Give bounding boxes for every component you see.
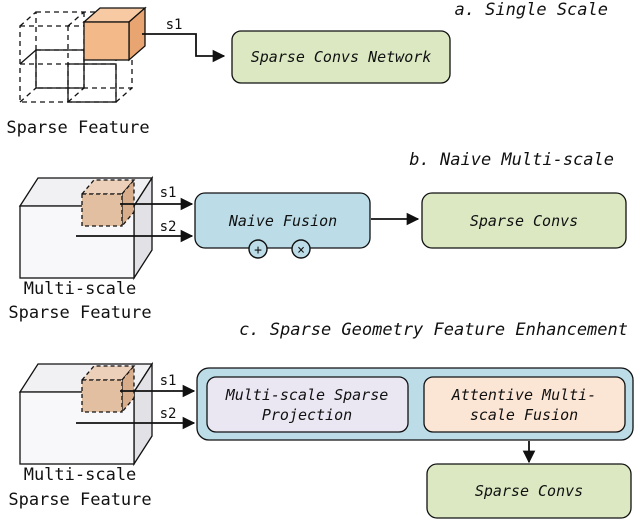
arrow-s1-c-label: s1 bbox=[160, 373, 177, 389]
projection-label-line1: Multi-scale Sparse bbox=[225, 386, 389, 404]
multi-scale-cube-icon bbox=[18, 175, 154, 281]
fusion-label-line2: scale Fusion bbox=[470, 406, 578, 424]
naive-fusion-label: Naive Fusion bbox=[228, 212, 337, 230]
multiply-operator-icon: × bbox=[291, 239, 311, 259]
sparse-convs-box-c: Sparse Convs bbox=[426, 463, 632, 519]
projection-label-line2: Projection bbox=[262, 406, 352, 424]
add-operator-glyph: + bbox=[254, 243, 262, 258]
multi-scale-sparse-projection-box: Multi-scale Sparse Projection bbox=[206, 376, 409, 433]
attentive-multi-scale-fusion-box: Attentive Multi- scale Fusion bbox=[423, 376, 626, 433]
naive-fusion-box: Naive Fusion bbox=[194, 192, 371, 249]
sparse-convs-network-label: Sparse Convs Network bbox=[251, 48, 432, 66]
multi-scale-cube-icon-c bbox=[18, 361, 154, 467]
sparse-convs-label-c: Sparse Convs bbox=[475, 482, 583, 500]
section-a-title: a. Single Scale bbox=[454, 0, 608, 20]
active-voxel-cube bbox=[82, 6, 147, 62]
multi-scale-label-c-line1: Multi-scale bbox=[24, 465, 137, 485]
section-b-title: b. Naive Multi-scale bbox=[409, 150, 614, 170]
multiply-operator-glyph: × bbox=[297, 243, 305, 258]
section-c-title: c. Sparse Geometry Feature Enhancement bbox=[239, 320, 628, 340]
arrow-s2-b-label: s2 bbox=[160, 219, 177, 235]
arrow-s1-label: s1 bbox=[166, 17, 183, 33]
multi-scale-label-line1: Multi-scale bbox=[24, 279, 137, 299]
sparse-convs-label-b: Sparse Convs bbox=[470, 212, 578, 230]
sparse-convs-network-box: Sparse Convs Network bbox=[231, 30, 451, 84]
fusion-label-line1: Attentive Multi- bbox=[451, 386, 597, 404]
section-a: a. Single Scale bbox=[6, 0, 608, 138]
sparse-feature-label: Sparse Feature bbox=[6, 118, 149, 138]
arrow-s1-b-label: s1 bbox=[160, 185, 177, 201]
multi-scale-label-c-line2: Sparse Feature bbox=[8, 490, 151, 510]
section-c: c. Sparse Geometry Feature Enhancement M… bbox=[8, 320, 634, 519]
arrow-s1-a bbox=[142, 33, 226, 63]
section-b: b. Naive Multi-scale Multi-scale Sparse … bbox=[8, 150, 627, 323]
multi-scale-label-line2: Sparse Feature bbox=[8, 303, 151, 323]
arrow-s2-c-label: s2 bbox=[160, 406, 177, 422]
sparse-convs-box-b: Sparse Convs bbox=[421, 192, 627, 249]
add-operator-icon: + bbox=[248, 239, 268, 259]
